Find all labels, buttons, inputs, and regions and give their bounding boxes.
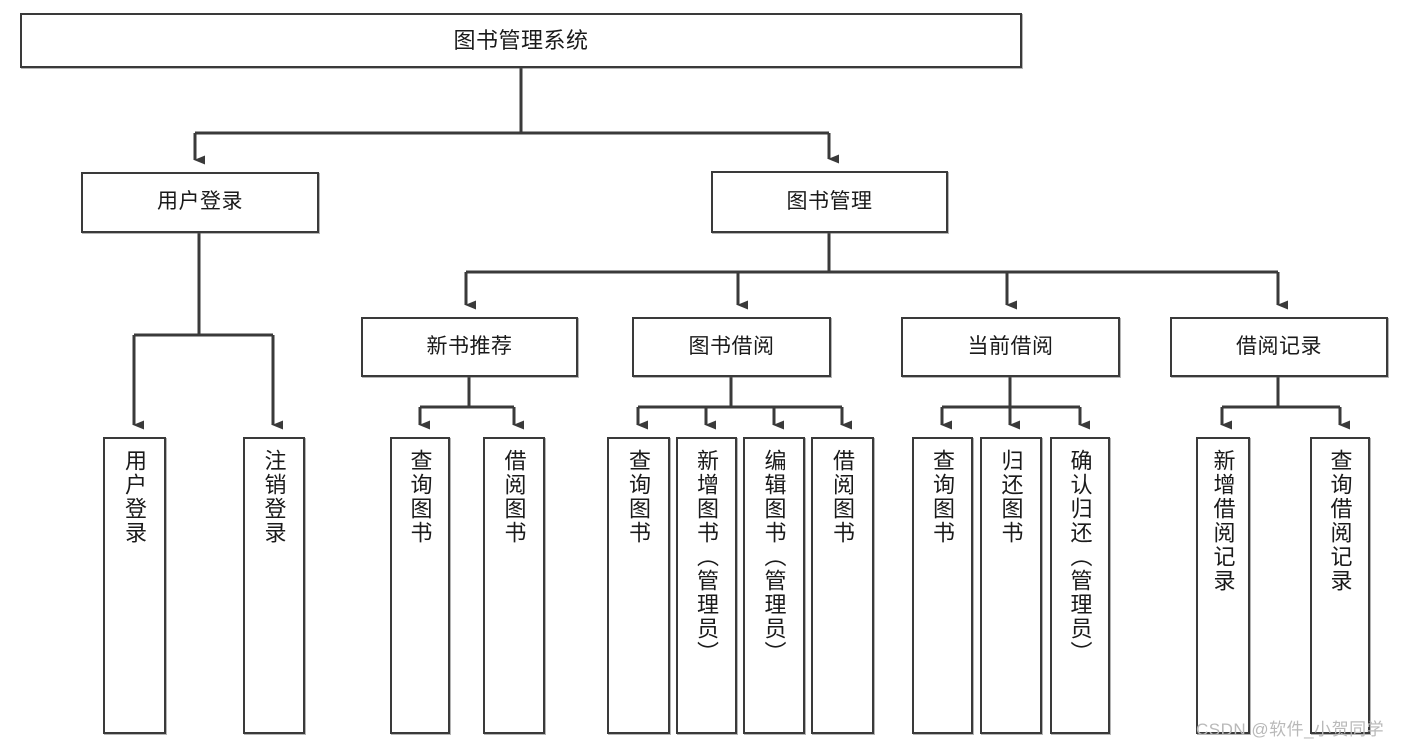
node-leaf-return-book[interactable]: 归还图书 [980,437,1042,734]
edge-book-borrow-stem [638,377,842,409]
node-label-leaf-confirm-return: 确认归还（管理员） [1067,449,1093,665]
node-leaf-query-borrow-record[interactable]: 查询借阅记录 [1310,437,1370,734]
node-leaf-borrow-book-recommend[interactable]: 借阅图书 [483,437,545,734]
node-leaf-user-login[interactable]: 用户登录 [103,437,166,734]
node-label-leaf-add-borrow-record: 新增借阅记录 [1210,449,1236,593]
node-borrow-records[interactable]: 借阅记录 [1170,317,1388,377]
node-leaf-query-book-borrow[interactable]: 查询图书 [607,437,670,734]
edge-borrow-records-stem [1222,377,1340,409]
node-label-leaf-user-login: 用户登录 [122,449,148,545]
node-book-borrow[interactable]: 图书借阅 [632,317,831,377]
node-label-leaf-query-borrow-record: 查询借阅记录 [1327,449,1353,593]
node-root[interactable]: 图书管理系统 [20,13,1022,68]
node-leaf-add-book[interactable]: 新增图书（管理员） [676,437,737,734]
node-label-leaf-borrow-book: 借阅图书 [830,449,856,545]
node-label-book-management: 图书管理 [786,189,873,213]
edge-current-borrow-stem [942,377,1080,409]
node-leaf-add-borrow-record[interactable]: 新增借阅记录 [1196,437,1250,734]
node-current-borrow[interactable]: 当前借阅 [901,317,1120,377]
node-label-leaf-logout: 注销登录 [261,449,287,545]
node-book-management[interactable]: 图书管理 [711,171,948,233]
node-leaf-query-book-current[interactable]: 查询图书 [912,437,973,734]
node-label-leaf-borrow-book-recommend: 借阅图书 [501,449,527,545]
node-label-root: 图书管理系统 [453,27,589,53]
node-label-leaf-query-book-recommend: 查询图书 [407,449,433,545]
edge-new-book-recommend-stem [420,377,514,409]
node-label-leaf-query-book-borrow: 查询图书 [626,449,652,545]
node-leaf-confirm-return[interactable]: 确认归还（管理员） [1050,437,1110,734]
node-label-current-borrow: 当前借阅 [967,334,1054,358]
node-label-leaf-add-book: 新增图书（管理员） [694,449,720,665]
node-label-book-borrow: 图书借阅 [688,334,775,358]
node-leaf-query-book-recommend[interactable]: 查询图书 [390,437,450,734]
node-leaf-edit-book[interactable]: 编辑图书（管理员） [743,437,805,734]
node-label-leaf-edit-book: 编辑图书（管理员） [761,449,787,665]
csdn-watermark: CSDN @软件_小贺同学 [1196,720,1385,739]
node-new-book-recommend[interactable]: 新书推荐 [361,317,578,377]
node-user-login[interactable]: 用户登录 [81,172,319,233]
edge-root-stem [195,68,829,135]
node-label-user-login: 用户登录 [157,190,243,214]
edge-user-login-stem [134,233,273,337]
node-leaf-logout[interactable]: 注销登录 [243,437,305,734]
node-label-borrow-records: 借阅记录 [1236,334,1322,358]
node-label-leaf-query-book-current: 查询图书 [930,449,956,545]
node-label-new-book-recommend: 新书推荐 [426,334,513,358]
edge-book-management-stem [466,233,1278,274]
node-label-leaf-return-book: 归还图书 [998,449,1024,545]
node-leaf-borrow-book[interactable]: 借阅图书 [811,437,874,734]
